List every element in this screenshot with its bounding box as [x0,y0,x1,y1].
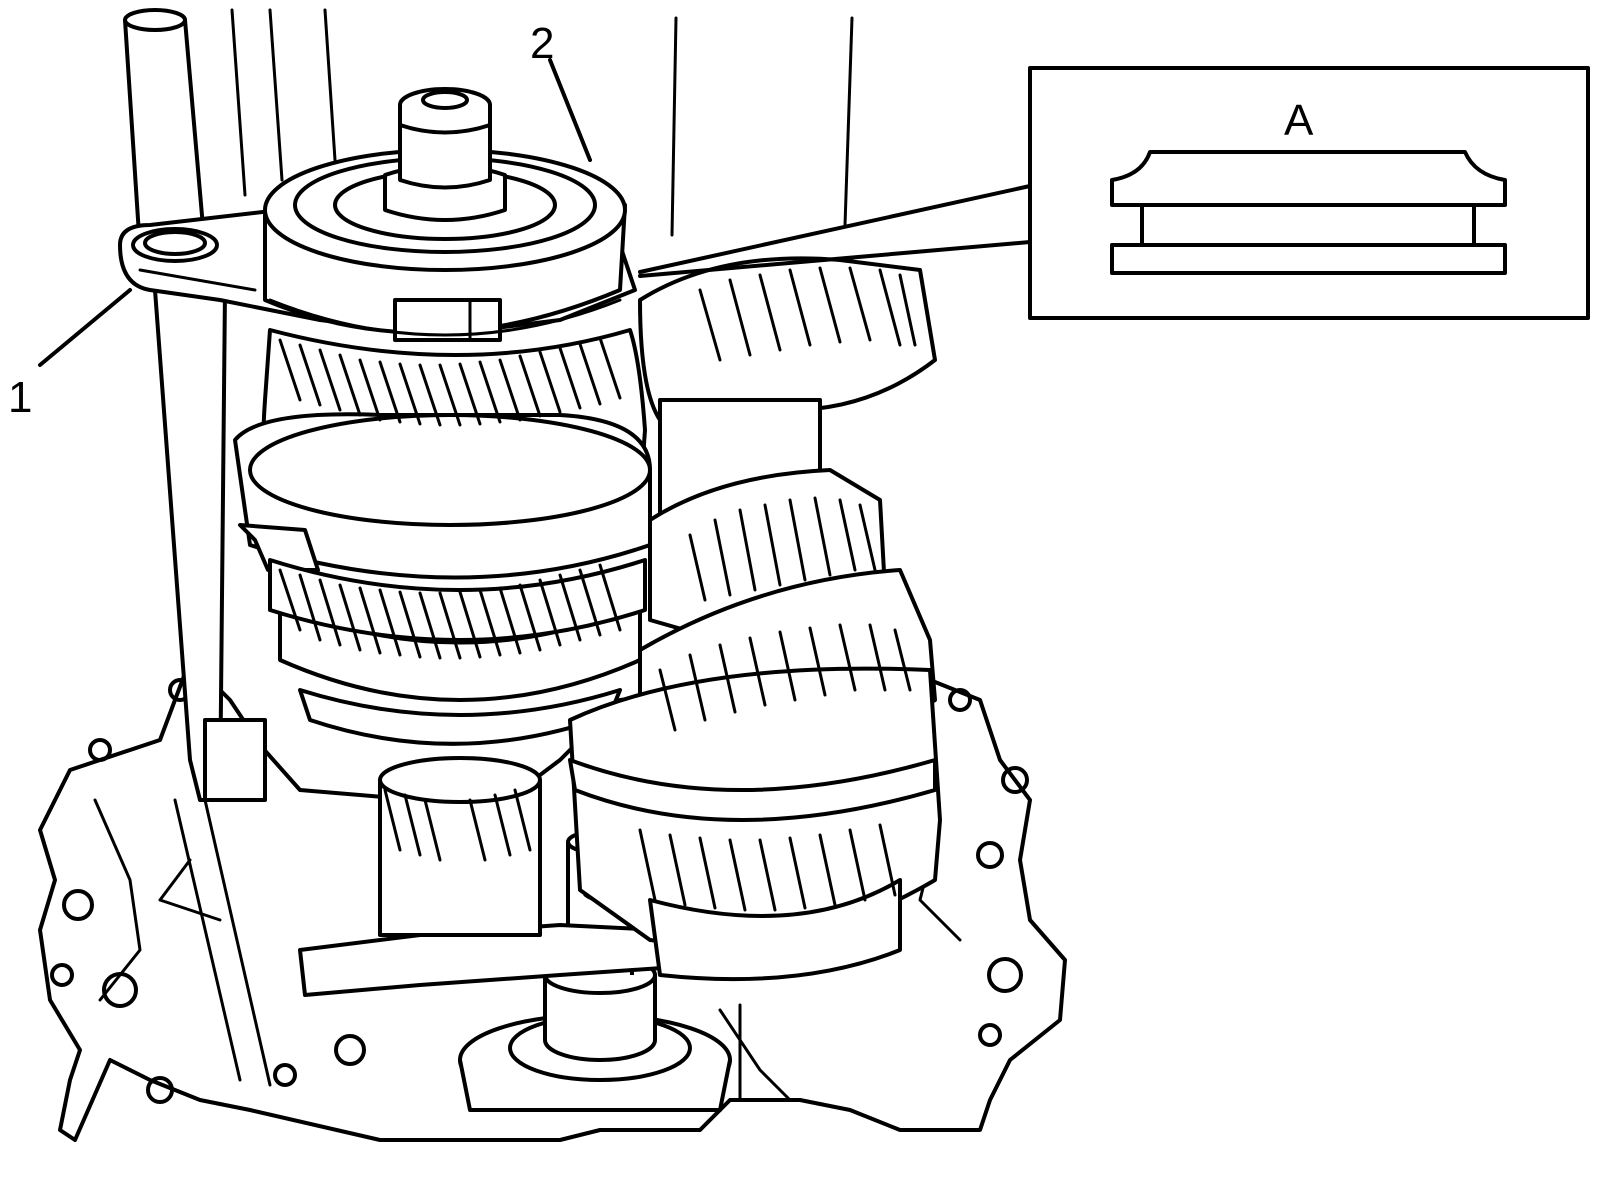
countershaft-gears [568,256,942,982]
detail-label-a: A [1284,96,1314,145]
gear-teeth [278,266,917,912]
callout-label-1: 1 [8,373,32,422]
detail-view-a [638,66,1590,320]
background-rods [230,8,854,237]
callout-leaders [38,58,592,367]
shift-rod [123,8,272,1087]
callout-label-2: 2 [530,19,554,68]
bearing-assembly [263,87,627,342]
